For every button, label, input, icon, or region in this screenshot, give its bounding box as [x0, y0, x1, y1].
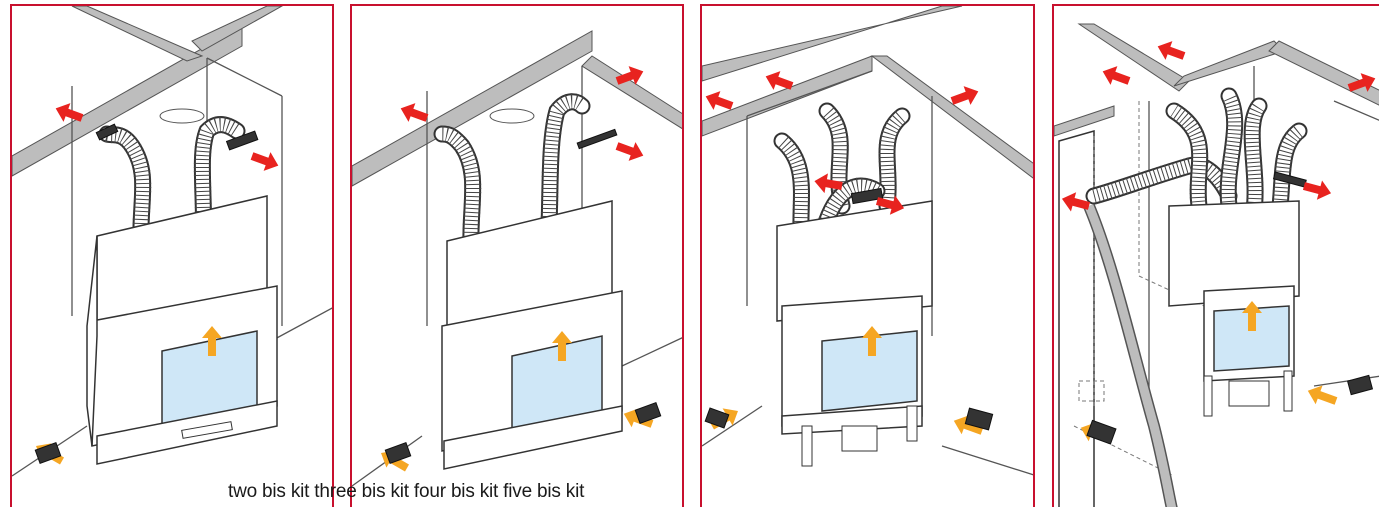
- hot-air-arrow: [613, 136, 647, 165]
- panel-three-bis-kit: [350, 4, 684, 507]
- panel-two-bis-kit: [10, 4, 334, 507]
- fireplace-diagram-four-outlets: [702, 6, 1033, 476]
- hot-air-arrow: [248, 146, 282, 175]
- hot-air-arrow: [397, 99, 431, 128]
- diagram-caption: two bis kit three bis kit four bis kit f…: [228, 481, 585, 502]
- fireplace-diagram-two-outlets: [12, 6, 332, 477]
- fireplace-diagram-three-outlets: [352, 30, 682, 487]
- fireplace-diagram-five-outlets: [1054, 23, 1379, 507]
- cold-air-arrow: [1304, 381, 1340, 411]
- panel-four-bis-kit: [700, 4, 1035, 507]
- hot-air-arrow: [1099, 62, 1133, 91]
- panel-five-bis-kit: [1052, 4, 1379, 507]
- hot-air-arrow: [1154, 37, 1188, 66]
